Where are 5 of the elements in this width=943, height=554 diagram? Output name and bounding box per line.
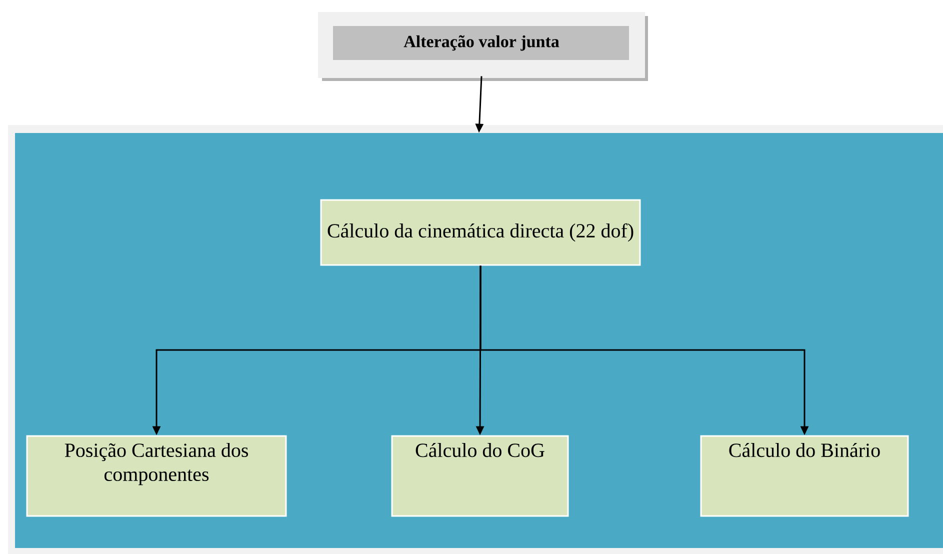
- process-box: Cálculo do Binário: [700, 435, 909, 517]
- process-box: Cálculo da cinemática directa (22 dof): [320, 199, 641, 266]
- process-box: Posição Cartesiana dos componentes: [26, 435, 287, 517]
- process-box: Cálculo do CoG: [391, 435, 569, 517]
- title-box: Alteração valor junta: [318, 12, 648, 81]
